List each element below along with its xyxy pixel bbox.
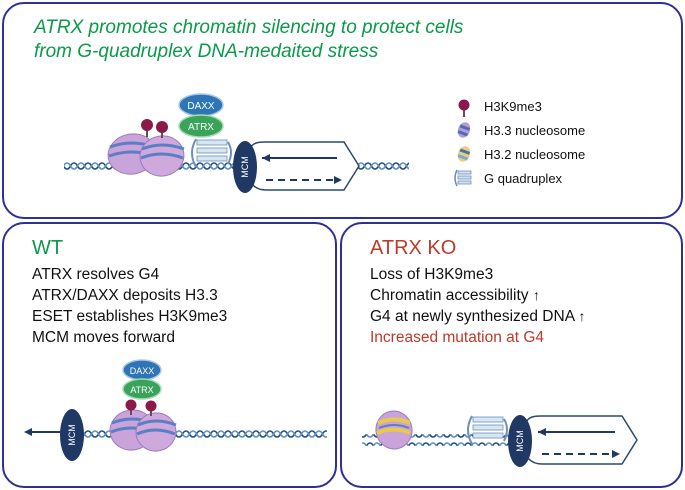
h3k9me3-marks (141, 119, 168, 138)
wt-diagram: MCM DAXX ATRX (24, 359, 327, 461)
mcm-label: MCM (515, 430, 525, 452)
atrx-label: ATRX (188, 122, 214, 133)
atrx-protein: ATRX (122, 378, 162, 400)
daxx-protein: DAXX (178, 93, 224, 117)
main-title-line1: ATRX promotes chromatin silencing to pro… (34, 17, 464, 38)
h33-nucleosome-icon (457, 122, 471, 138)
wt-panel: WT ATRX resolves G4 ATRX/DAXX deposits H… (2, 222, 337, 488)
h33-nucleosome-pair (109, 409, 177, 452)
daxx-label: DAXX (130, 366, 155, 376)
daxx-label: DAXX (187, 101, 215, 112)
g-quadruplex (467, 415, 508, 445)
mcm-helicase: MCM (508, 415, 532, 467)
ko-line: Loss of H3K9me3 (370, 266, 494, 283)
h32-nucleosome (375, 410, 413, 450)
mcm-label: MCM (67, 424, 77, 446)
legend-icons (454, 99, 472, 187)
ko-title: ATRX KO (370, 237, 457, 259)
legend-h33-label: H3.3 nucleosome (484, 123, 586, 138)
dna-strand-right (349, 161, 409, 173)
daxx-protein: DAXX (122, 359, 162, 381)
mcm-helicase: MCM (24, 409, 84, 461)
main-title-line2: from G-quadruplex DNA-medaited stress (34, 41, 379, 62)
up-arrow-icon: ↑ (578, 308, 586, 324)
atrx-protein: ATRX (178, 114, 224, 138)
ko-line: G4 at newly synthesized DNA (370, 308, 575, 325)
legend-gquad-label: G quadruplex (484, 171, 563, 186)
wt-title: WT (32, 237, 64, 259)
wt-line: ATRX/DAXX deposits H3.3 (32, 287, 218, 304)
atrx-label: ATRX (130, 385, 153, 395)
ko-line: Chromatin accessibility (370, 287, 529, 304)
h3k9me3-mark-icon (458, 99, 470, 117)
replication-fork (243, 141, 360, 191)
up-arrow-icon: ↑ (532, 287, 540, 303)
h33-nucleosome-pair (107, 133, 185, 177)
wt-line: ESET establishes H3K9me3 (32, 308, 228, 325)
legend-h3k9me3-label: H3K9me3 (484, 99, 542, 114)
ko-line-with-arrow: G4 at newly synthesized DNA ↑ (370, 306, 586, 327)
wt-line: ATRX resolves G4 (32, 266, 160, 283)
main-title: ATRX promotes chromatin silencing to pro… (34, 16, 463, 64)
h32-nucleosome-icon (457, 146, 471, 162)
ko-diagram: MCM (362, 410, 638, 467)
g-quadruplex (191, 138, 232, 168)
mcm-helicase: MCM (233, 141, 257, 193)
wt-description: ATRX resolves G4 ATRX/DAXX deposits H3.3… (32, 264, 227, 348)
g-quadruplex-icon (454, 169, 472, 187)
replication-fork (519, 415, 638, 465)
ko-panel: ATRX KO Loss of H3K9me3 Chromatin access… (340, 222, 683, 488)
ko-description: Loss of H3K9me3 Chromatin accessibility … (370, 264, 586, 348)
mcm-label: MCM (240, 156, 250, 178)
ko-line-with-arrow: Chromatin accessibility ↑ (370, 285, 586, 306)
ko-highlight-line: Increased mutation at G4 (370, 329, 545, 346)
top-panel: ATRX promotes chromatin silencing to pro… (2, 2, 683, 219)
top-diagram: DAXX ATRX MCM (64, 93, 409, 193)
wt-line: MCM moves forward (32, 329, 175, 346)
legend-h32-label: H3.2 nucleosome (484, 147, 586, 162)
h3k9me3-marks (125, 399, 157, 416)
